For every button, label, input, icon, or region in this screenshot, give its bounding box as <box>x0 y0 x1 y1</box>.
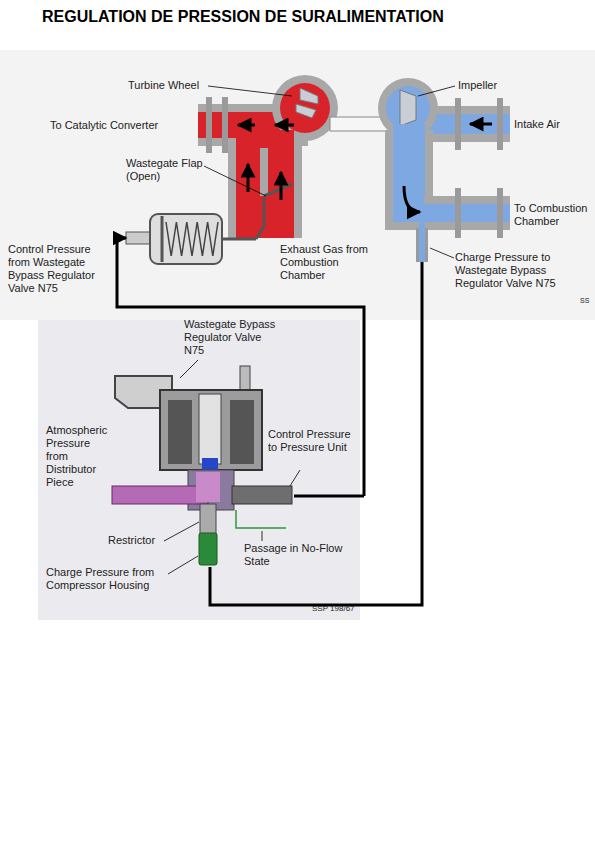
page-title: REGULATION DE PRESSION DE SURALIMENTATIO… <box>42 8 444 26</box>
part-label: Restrictor <box>108 534 168 547</box>
part-label: To Catalytic Converter <box>50 119 175 132</box>
part-label: Atmospheric Pressure from Distributor Pi… <box>46 424 110 489</box>
leader-lines <box>164 86 455 574</box>
part-label: Wastegate Flap (Open) <box>126 157 206 183</box>
part-label: Impeller <box>458 79 518 92</box>
part-label: Intake Air <box>514 118 584 131</box>
part-label: Passage in No-Flow State <box>244 542 344 568</box>
upper-panel <box>0 50 595 320</box>
part-label: To Combustion Chamber <box>514 202 592 228</box>
part-label: SS <box>580 297 592 305</box>
charge-pressure-line <box>210 262 422 605</box>
part-label: Exhaust Gas from Combustion Chamber <box>280 243 380 282</box>
wastegate-actuator <box>126 198 264 264</box>
part-label: Control Pressure to Pressure Unit <box>268 428 358 454</box>
compressor-housing <box>378 78 510 262</box>
turbine-housing <box>198 75 338 238</box>
exhaust-arrows <box>238 125 294 200</box>
part-label: Turbine Wheel <box>128 79 208 92</box>
intake-arrows <box>404 124 492 212</box>
part-label: Charge Pressure to Wastegate Bypass Regu… <box>455 251 575 290</box>
part-label: Charge Pressure from Compressor Housing <box>46 566 166 592</box>
part-label: SSP 198/67 <box>312 604 358 614</box>
part-label: Control Pressure from Wastegate Bypass R… <box>8 243 110 295</box>
control-port-line <box>294 495 364 498</box>
lower-panel <box>38 320 360 620</box>
part-label: Wastegate Bypass Regulator Valve N75 <box>184 318 284 357</box>
control-pressure-line <box>117 238 364 496</box>
